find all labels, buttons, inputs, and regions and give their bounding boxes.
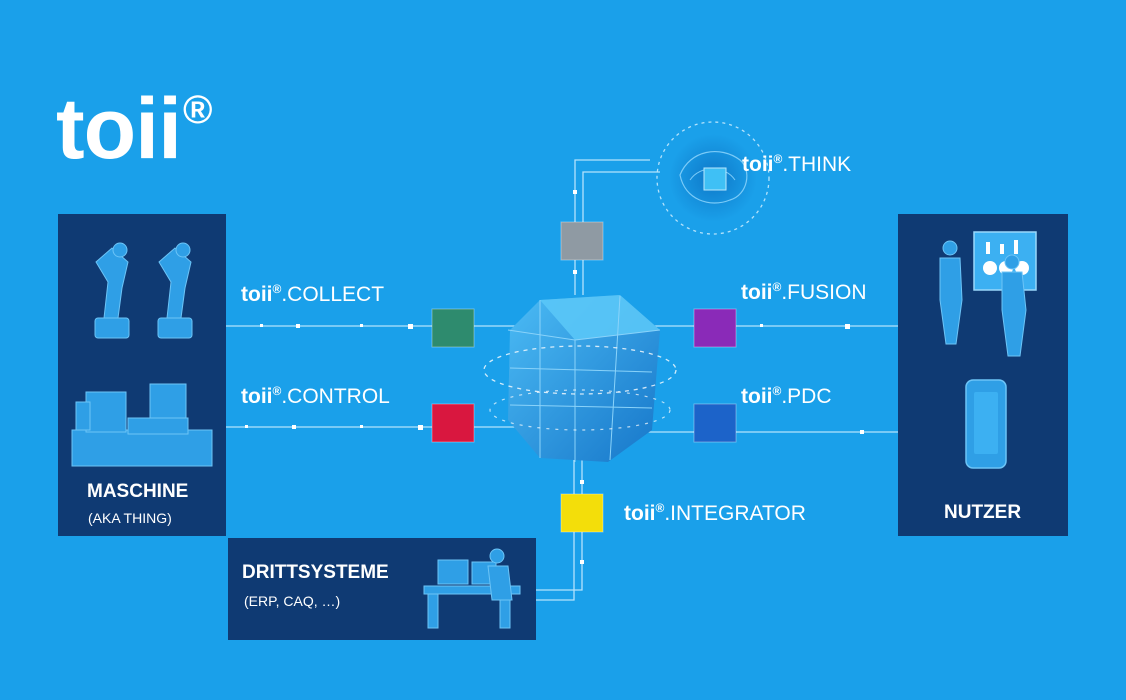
pdc-label: toii®.PDC xyxy=(741,384,832,408)
users-dashboard-icon xyxy=(939,231,1037,357)
machine-icon xyxy=(71,383,213,467)
think-label: toii®.THINK xyxy=(742,152,852,176)
core-cube-icon xyxy=(483,295,677,462)
collect-label: toii®.COLLECT xyxy=(241,282,385,306)
think-cube xyxy=(560,221,604,261)
maschine-subtitle: (AKA THING) xyxy=(88,510,172,526)
fusion-cube xyxy=(693,308,737,348)
toii-logo: toii® xyxy=(56,81,212,177)
pdc-cube xyxy=(693,403,737,443)
robot-arm-icon xyxy=(94,242,193,339)
drittsysteme-title: DRITTSYSTEME xyxy=(242,562,389,583)
workstation-icon xyxy=(423,548,521,629)
drittsysteme-subtitle: (ERP, CAQ, …) xyxy=(244,593,341,609)
tablet-icon xyxy=(965,379,1007,469)
fusion-label: toii®.FUSION xyxy=(741,280,867,304)
collect-cube xyxy=(431,308,475,348)
maschine-panel xyxy=(58,214,226,536)
brain-icon xyxy=(669,134,757,222)
control-cube xyxy=(431,403,475,443)
maschine-title: MASCHINE xyxy=(87,481,189,502)
integrator-label: toii®.INTEGRATOR xyxy=(624,501,806,525)
nutzer-title: NUTZER xyxy=(944,502,1022,523)
control-label: toii®.CONTROL xyxy=(241,384,390,408)
think-ring xyxy=(656,121,770,235)
integrator-cube xyxy=(560,493,604,533)
